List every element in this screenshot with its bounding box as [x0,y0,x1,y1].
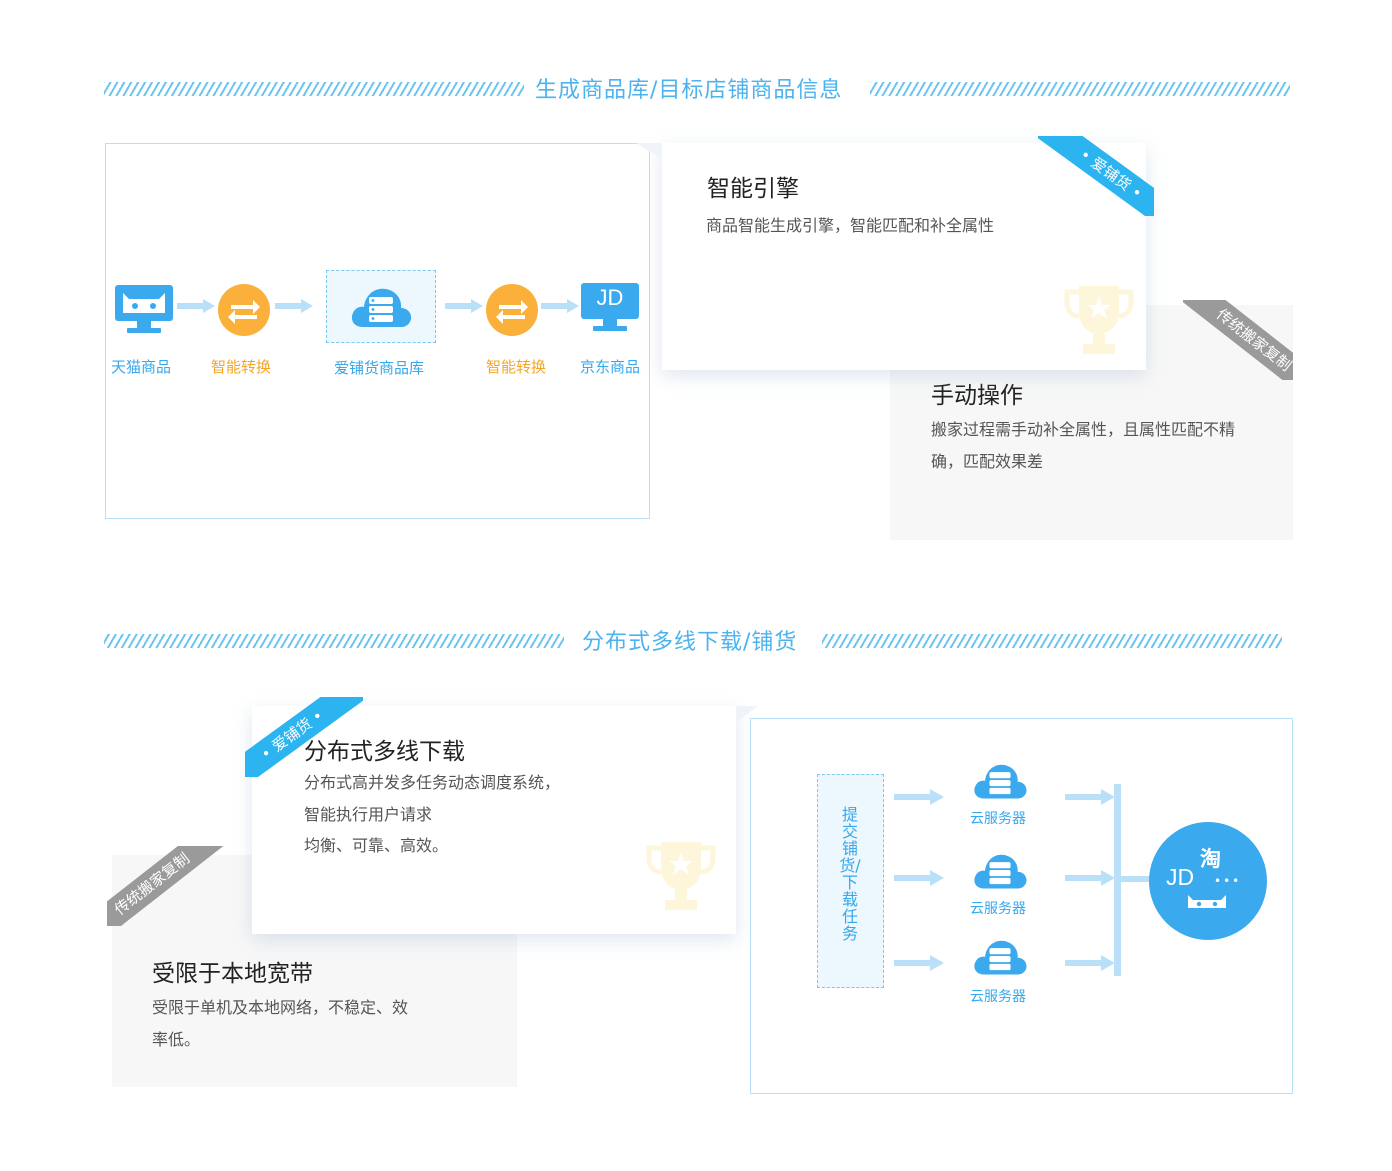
smart-engine-card [662,143,1146,370]
arrow-right-icon [177,299,215,313]
platform-circle [1149,822,1267,940]
smart-engine-title: 智能引擎 [707,176,799,202]
trophy-icon [1064,286,1134,354]
arrow-right-icon [445,299,483,313]
cloud-server-icon [974,854,1027,889]
submit-task-box [817,774,884,988]
flow-label-jd: 京东商品 [580,358,641,376]
flow-label-convert-2: 智能转换 [486,358,547,376]
server-label-1: 云服务器 [970,811,1026,827]
arrow-right-icon [1065,955,1115,971]
submit-task-label: 提交铺货/下载任务 [839,805,861,943]
distributed-download-text-3: 均衡、可靠、高效。 [304,836,449,855]
arrow-right-icon [894,789,944,805]
manual-operation-title: 手动操作 [931,383,1023,409]
trophy-icon [646,842,716,910]
cloud-database-icon [351,288,412,327]
jd-monitor-icon: JD [581,283,639,335]
section1-hatch-right [870,82,1290,96]
more-dots: ••• [1214,874,1242,888]
product-library-box [326,270,436,343]
arrow-right-icon [1065,870,1115,886]
aipuhuo-ribbon-1: • 爱铺货 • [1038,136,1154,216]
arrow-right-icon [894,955,944,971]
merge-bar [1114,784,1121,976]
arrow-right-icon [1065,789,1115,805]
distributed-download-card [252,706,736,934]
tmall-mini-icon [1188,895,1226,908]
traditional-ribbon-2: 传统搬家复制 [107,846,225,926]
server-label-3: 云服务器 [970,989,1026,1005]
jd-logo: JD [1166,864,1195,890]
section2-title: 分布式多线下载/铺货 [582,630,798,655]
distributed-download-text-1: 分布式高并发多任务动态调度系统， [304,773,561,792]
convert-icon [218,284,270,336]
section2-hatch-left [104,634,564,648]
arrow-right-icon [275,299,313,313]
flow-label-tmall: 天猫商品 [111,358,172,376]
cloud-server-icon [974,940,1027,975]
arrow-right-icon [894,870,944,886]
taobao-logo: 淘 [1200,847,1221,871]
card-fold-corner [636,143,662,159]
traditional-ribbon-1: 传统搬家复制 [1183,300,1293,380]
section2-hatch-right [822,634,1282,648]
flow-label-library: 爱铺货商品库 [334,359,425,377]
cloud-server-icon [974,764,1027,799]
merge-connector [1121,876,1151,882]
manual-operation-text-1: 搬家过程需手动补全属性，且属性匹配不精 [931,420,1236,439]
local-bandwidth-text-1: 受限于单机及本地网络，不稳定、效 [152,998,409,1017]
distributed-download-text-2: 智能执行用户请求 [304,805,433,824]
server-label-2: 云服务器 [970,901,1026,917]
local-bandwidth-text-2: 率低。 [152,1030,201,1049]
convert-icon [486,284,538,336]
manual-operation-text-2: 确，匹配效果差 [931,452,1044,471]
local-bandwidth-title: 受限于本地宽带 [152,961,313,987]
arrow-right-icon [541,299,579,313]
smart-engine-text: 商品智能生成引擎，智能匹配和补全属性 [706,216,995,235]
jd-logo-text: JD [596,285,624,310]
flow-label-convert-1: 智能转换 [211,358,272,376]
section1-hatch-left [104,82,524,96]
tmall-monitor-icon [115,285,173,333]
distributed-download-title: 分布式多线下载 [304,739,465,765]
section1-title: 生成商品库/目标店铺商品信息 [535,78,843,103]
